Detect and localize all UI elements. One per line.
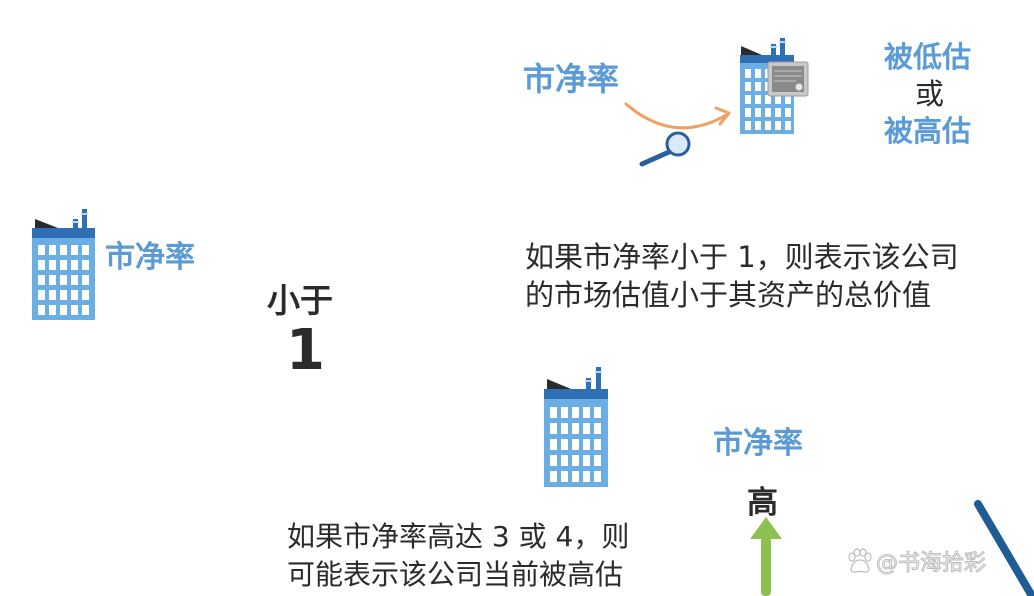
explanation-low-line2: 的市场估值小于其资产的总价值 [525,278,932,312]
building-icon [740,38,809,134]
diagonal-line-decoration [974,500,1034,596]
result-undervalued: 被低估 [884,40,972,74]
bottom-pb-label: 市净率 [713,426,803,461]
certificate-icon [767,61,809,97]
result-or: 或 [915,77,945,111]
left-pb-label: 市净率 [105,240,195,275]
curved-arrow-icon [624,102,731,130]
up-arrow-icon [750,517,782,596]
building-icon [32,209,95,320]
result-overvalued: 被高估 [884,114,972,148]
watermark: @书海拾彩 [846,545,987,577]
explanation-high-line2: 可能表示该公司当前被高估 [287,558,624,591]
building-icon [544,367,608,487]
high-label: 高 [747,485,778,521]
threshold-value: 1 [286,318,325,383]
explanation-low-line1: 如果市净率小于 1，则表示该公司 [525,240,959,274]
magnifier-icon [639,131,691,167]
explanation-high-line1: 如果市净率高达 3 或 4，则 [287,520,630,553]
top-pb-label: 市净率 [523,60,620,98]
less-than-label: 小于 [267,281,333,320]
baidu-paw-icon [848,548,872,573]
watermark-text: @书海拾彩 [875,551,987,577]
